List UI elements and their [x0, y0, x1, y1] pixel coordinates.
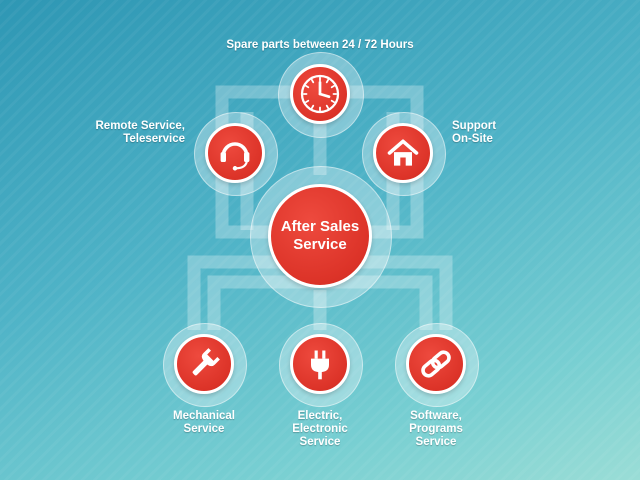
node-spare-parts	[278, 52, 364, 138]
label-line: Electric,	[297, 410, 343, 422]
label-software: Software, Programs Service	[376, 410, 496, 449]
label-line: Teleservice	[123, 133, 185, 145]
node-support-onsite	[362, 112, 446, 196]
label-line: Service	[415, 436, 457, 448]
label-line: On-Site	[452, 133, 493, 145]
label-mechanical: Mechanical Service	[144, 410, 264, 436]
label-line: Spare parts between 24 / 72 Hours	[226, 39, 414, 51]
label-line: Mechanical	[173, 410, 235, 422]
label-support-onsite: Support On-Site	[452, 120, 552, 146]
label-line: Programs	[409, 423, 463, 435]
center-title-line1: After Sales	[280, 218, 360, 235]
label-line: Support	[452, 120, 497, 132]
chain-link-icon	[406, 334, 466, 394]
label-remote-service: Remote Service, Teleservice	[60, 120, 186, 146]
clock-icon	[290, 64, 350, 124]
label-line: Software,	[410, 410, 462, 422]
label-spare-parts: Spare parts between 24 / 72 Hours	[0, 39, 640, 52]
plug-icon	[290, 334, 350, 394]
wrench-icon	[174, 334, 234, 394]
node-remote-service	[194, 112, 278, 196]
node-electric	[279, 323, 363, 407]
node-mechanical	[163, 323, 247, 407]
house-icon	[373, 123, 433, 183]
label-line: Service	[299, 436, 341, 448]
center-disc: After Sales Service	[268, 184, 372, 288]
label-line: Electronic	[292, 423, 348, 435]
label-line: Remote Service,	[95, 120, 186, 132]
label-electric: Electric, Electronic Service	[260, 410, 380, 449]
headset-icon	[205, 123, 265, 183]
label-line: Service	[183, 423, 225, 435]
center-title-line2: Service	[293, 236, 347, 253]
center-hub: After Sales Service	[250, 166, 392, 308]
node-software	[395, 323, 479, 407]
